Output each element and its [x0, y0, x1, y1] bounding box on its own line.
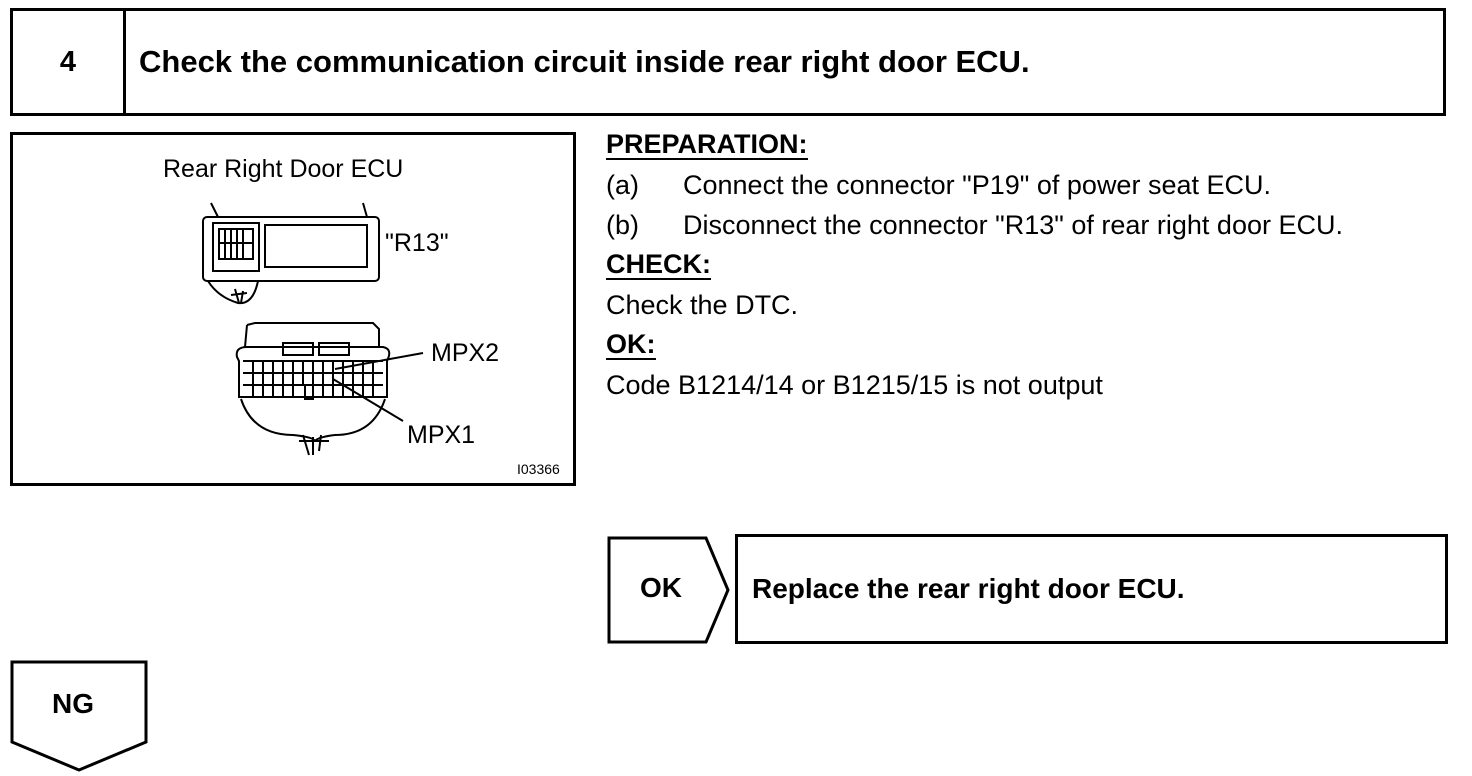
- ecu-connector-figure: Rear Right Door ECU "R13" MPX2 MPX1 I033…: [10, 132, 576, 486]
- connector-drawing: [202, 202, 424, 456]
- preparation-step-text-b: Disconnect the connector "R13" of rear r…: [683, 210, 1343, 240]
- ok-arrow-shape: [607, 536, 730, 644]
- figure-id: I03366: [517, 461, 560, 477]
- figure-title: Rear Right Door ECU: [163, 155, 404, 183]
- ng-arrow-shape: [10, 660, 148, 772]
- terminal-label-mpx2: MPX2: [431, 339, 500, 367]
- ok-criteria-heading: OK:: [606, 329, 656, 361]
- connector-label: "R13": [385, 229, 449, 257]
- ng-result-label: NG: [52, 688, 94, 719]
- ok-criteria-text: Code B1214/14 or B1215/15 is not output: [606, 370, 1103, 400]
- check-text: Check the DTC.: [606, 290, 799, 320]
- ok-result-label: OK: [640, 572, 682, 603]
- check-heading: CHECK:: [606, 249, 711, 281]
- step-header: 4 Check the communication circuit inside…: [10, 8, 1446, 116]
- preparation-heading: PREPARATION:: [606, 129, 808, 161]
- preparation-step-letter-b: (b): [606, 210, 639, 240]
- preparation-step-text-a: Connect the connector "P19" of power sea…: [683, 170, 1271, 200]
- step-number: 4: [13, 11, 126, 113]
- step-title: Check the communication circuit inside r…: [139, 44, 1030, 79]
- preparation-step-letter-a: (a): [606, 170, 639, 200]
- ok-action-box: Replace the rear right door ECU.: [735, 534, 1448, 644]
- terminal-label-mpx1: MPX1: [407, 421, 476, 449]
